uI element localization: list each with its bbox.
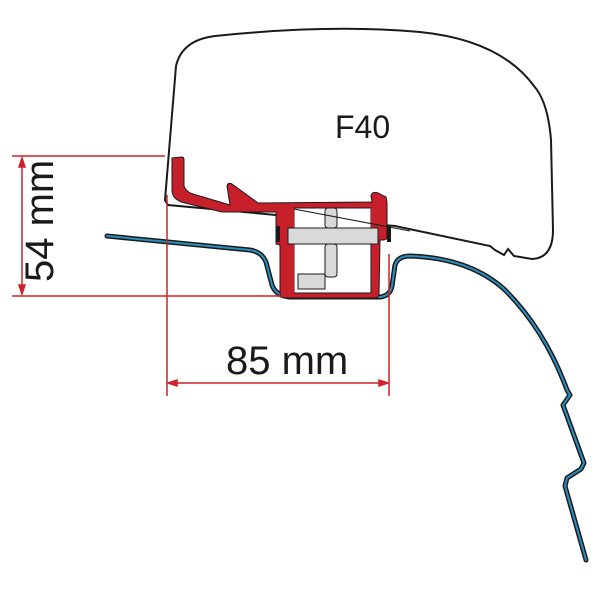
dimension-54mm <box>12 155 285 297</box>
bracket-wall-left <box>286 208 294 293</box>
awning-housing <box>163 27 555 261</box>
screw-left <box>276 226 280 242</box>
dimension-height-label: 54 mm <box>18 160 62 282</box>
dimension-85mm <box>165 195 391 396</box>
housing-edge-line <box>293 208 411 232</box>
vehicle-roof-panel <box>104 233 589 563</box>
dimension-width-label: 85 mm <box>226 339 348 383</box>
awning-model-label: F40 <box>335 109 390 145</box>
clamp-insert <box>287 207 379 290</box>
bracket-wall-right <box>371 208 379 243</box>
screw-right <box>387 226 391 242</box>
